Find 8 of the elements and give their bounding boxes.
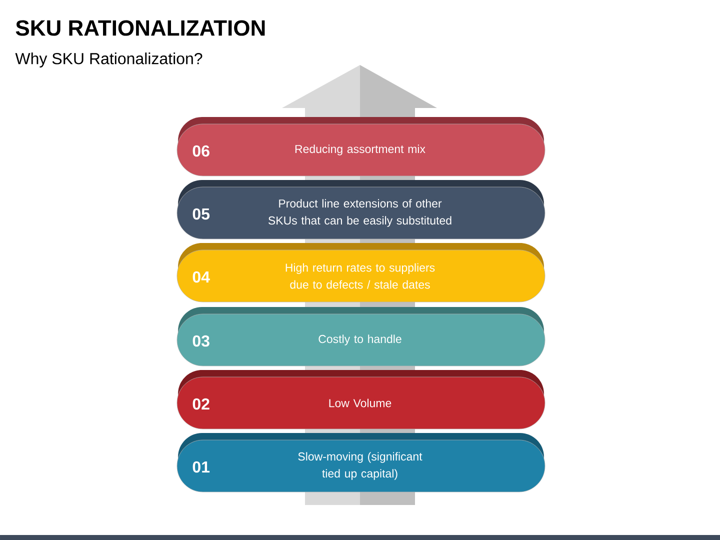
title: SKU RATIONALIZATION	[16, 20, 265, 36]
step-band: 03 Costly to handle	[176, 307, 546, 366]
step-band: 05 Product line extensions of other SKUs that can be easily substituted	[176, 180, 546, 240]
step-band: 06 Reducing assortment mix	[176, 117, 546, 176]
step-band: 04 High return rates to suppliers due to defects / stale dates	[176, 243, 546, 302]
step-band: 02 Low Volume	[176, 370, 546, 430]
step-band: 01 Slow-moving (significant tied up capital)	[176, 433, 546, 492]
subtitle: Why SKU Rationalization?	[15, 52, 202, 68]
